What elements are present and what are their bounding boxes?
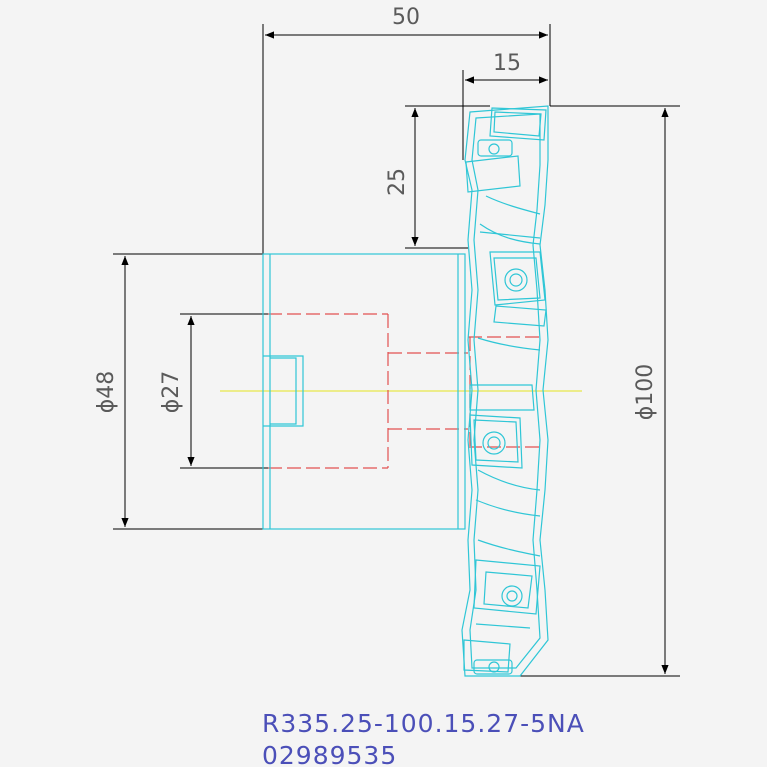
part-designation: R335.25-100.15.27-5NA (262, 709, 585, 738)
dim-label-27: ϕ27 (159, 371, 184, 414)
dim-label-15: 15 (493, 51, 521, 76)
tool-body (262, 105, 549, 677)
dimension-lines (113, 24, 680, 677)
key-slot (263, 355, 304, 427)
part-item-number: 02989535 (262, 741, 397, 767)
insert-4 (473, 539, 541, 629)
insert-1 (465, 107, 547, 245)
insert-2 (477, 231, 547, 351)
cutter-outline (461, 105, 549, 677)
hidden-lines (268, 313, 540, 469)
insert-5 (463, 639, 513, 675)
dim-label-25: 25 (385, 168, 410, 196)
shank-outline (262, 253, 466, 530)
insert-3 (469, 384, 541, 517)
dim-label-100: ϕ100 (633, 364, 658, 421)
dim-label-50: 50 (392, 5, 420, 30)
dim-label-48: ϕ48 (94, 371, 119, 414)
